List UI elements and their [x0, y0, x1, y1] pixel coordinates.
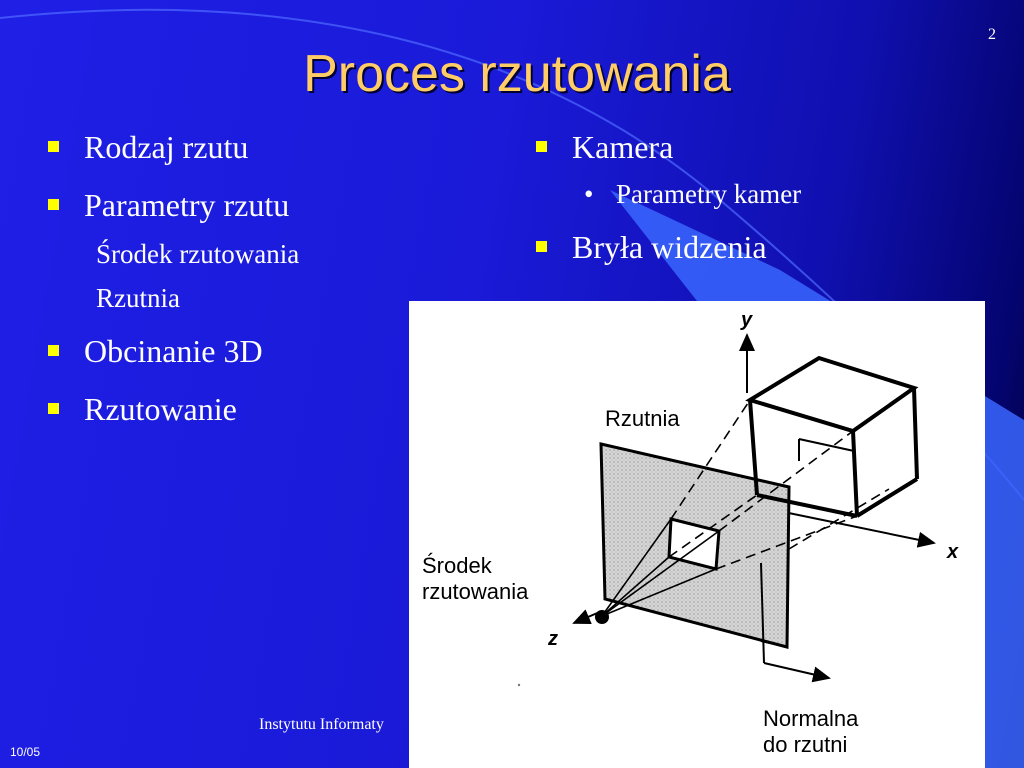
bullet-square-icon: [48, 199, 59, 210]
bullet-item: Kamera: [532, 128, 972, 166]
projection-diagram: y x z Rzutnia Środek rzutowania Normalna…: [409, 301, 985, 768]
slide-number: 2: [988, 26, 996, 43]
bullet-square-icon: [536, 241, 547, 252]
bullet-label: Rzutowanie: [84, 391, 237, 427]
scan-speck: [517, 683, 521, 687]
footer-date: 10/05: [10, 745, 41, 759]
projection-center-point: [595, 610, 609, 624]
bullet-square-icon: [48, 403, 59, 414]
projection-center-label: Środek rzutowania: [422, 553, 529, 604]
object-cube: [745, 355, 919, 518]
bullet-label: Bryła widzenia: [572, 229, 767, 265]
projection-plane-label: Rzutnia: [605, 406, 680, 431]
bullet-label: Parametry rzutu: [84, 187, 290, 223]
normal-arrow: [763, 662, 831, 683]
bullet-item: Rzutowanie: [44, 390, 404, 428]
projection-rays: [601, 399, 890, 617]
left-column: Rodzaj rzutu Parametry rzutu Środek rzut…: [44, 128, 404, 448]
y-axis-label: y: [741, 309, 753, 331]
right-column: Kamera • Parametry kamer Bryła widzenia: [532, 128, 972, 286]
sub-bullet-label: Parametry kamer: [616, 179, 802, 209]
bullet-label: Rodzaj rzutu: [84, 129, 249, 165]
x-axis-label: x: [947, 541, 959, 563]
plane-connector: [760, 640, 788, 648]
bullet-item: Parametry rzutu: [44, 186, 404, 224]
bullet-item: Bryła widzenia: [532, 228, 972, 266]
z-axis-label: z: [548, 628, 558, 650]
sub-item: Rzutnia: [96, 283, 180, 313]
bullet-dot-icon: •: [584, 179, 594, 209]
bullet-label: Kamera: [572, 129, 674, 165]
bullet-label: Obcinanie 3D: [84, 333, 263, 369]
bullet-item: Obcinanie 3D: [44, 332, 404, 370]
slide-title: Proces rzutowania: [303, 45, 731, 103]
bullet-item: Rodzaj rzutu: [44, 128, 404, 166]
bullet-square-icon: [48, 141, 59, 152]
projection-diagram-drawing: [517, 333, 936, 687]
bullet-square-icon: [48, 345, 59, 356]
plane-normal: [760, 562, 765, 664]
footer-institute: Instytutu Informaty: [259, 716, 384, 733]
sub-item: Środek rzutowania: [96, 239, 300, 269]
plane-normal-label: Normalna do rzutni: [763, 706, 859, 757]
x-axis: [778, 510, 936, 548]
sub-bullet-item: • Parametry kamer: [532, 178, 972, 210]
bullet-square-icon: [536, 141, 547, 152]
